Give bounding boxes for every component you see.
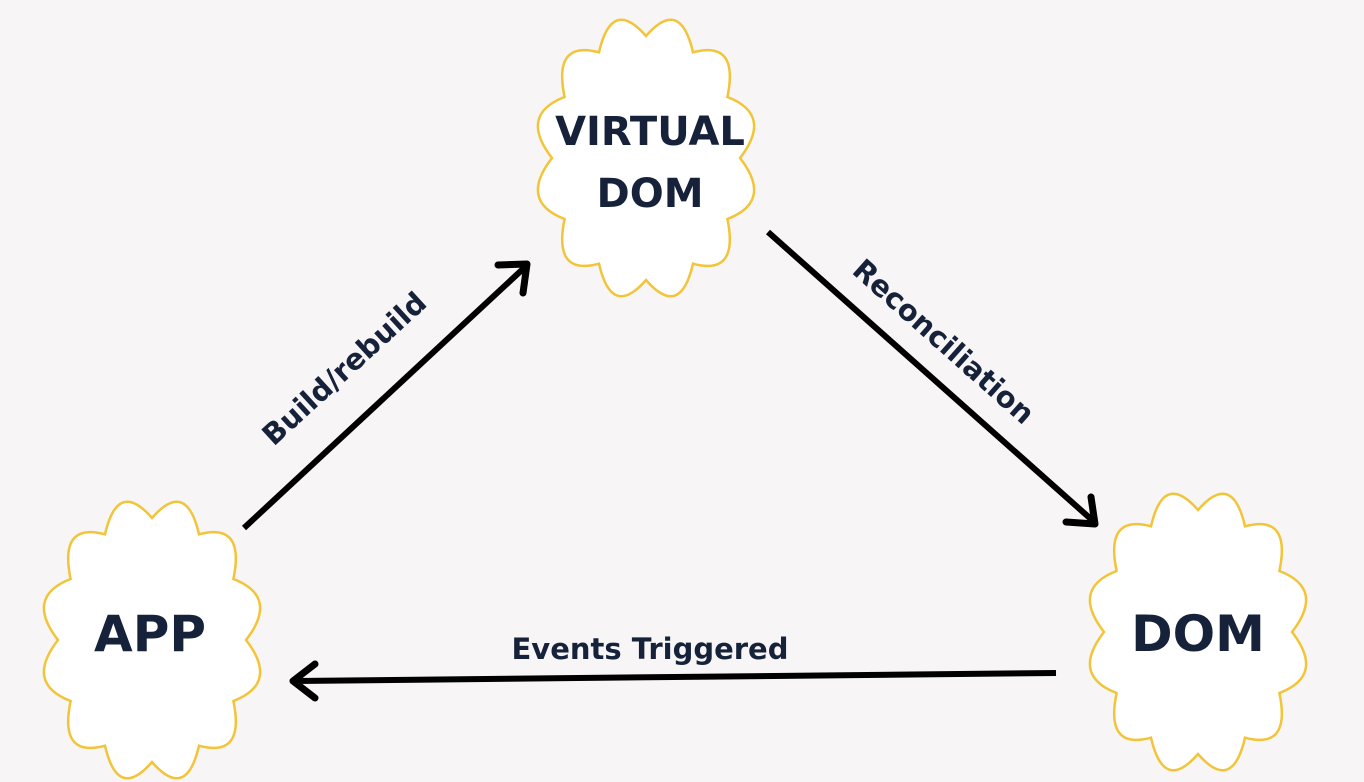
virtual-dom-label-line2: DOM [596,171,703,217]
reconciliation-arrow [766,229,1099,528]
app-label: APP [94,605,206,663]
events-triggered-arrowhead [289,660,319,702]
reconciliation-arrowhead [1062,493,1099,528]
build-rebuild-label: Build/rebuild [255,285,433,452]
events-triggered-line [295,670,1057,684]
virtual-dom-label-line1: VIRTUAL [555,109,745,155]
build-rebuild-arrow [241,260,531,531]
reconciliation-line [766,229,1094,523]
dom-node: DOM [1088,492,1308,772]
virtual-dom-cloud [536,18,756,298]
build-rebuild-arrowhead [494,260,531,297]
events-triggered-arrow [289,660,1057,702]
app-node: APP [42,500,262,780]
app-cloud [42,500,262,780]
build-rebuild-line [241,265,527,531]
dom-cloud [1088,492,1308,772]
events-triggered-label: Events Triggered [511,632,788,666]
dom-label: DOM [1131,605,1265,663]
virtual-dom-node: VIRTUAL DOM [536,18,756,298]
reconciliation-label: Reconciliation [846,252,1041,431]
